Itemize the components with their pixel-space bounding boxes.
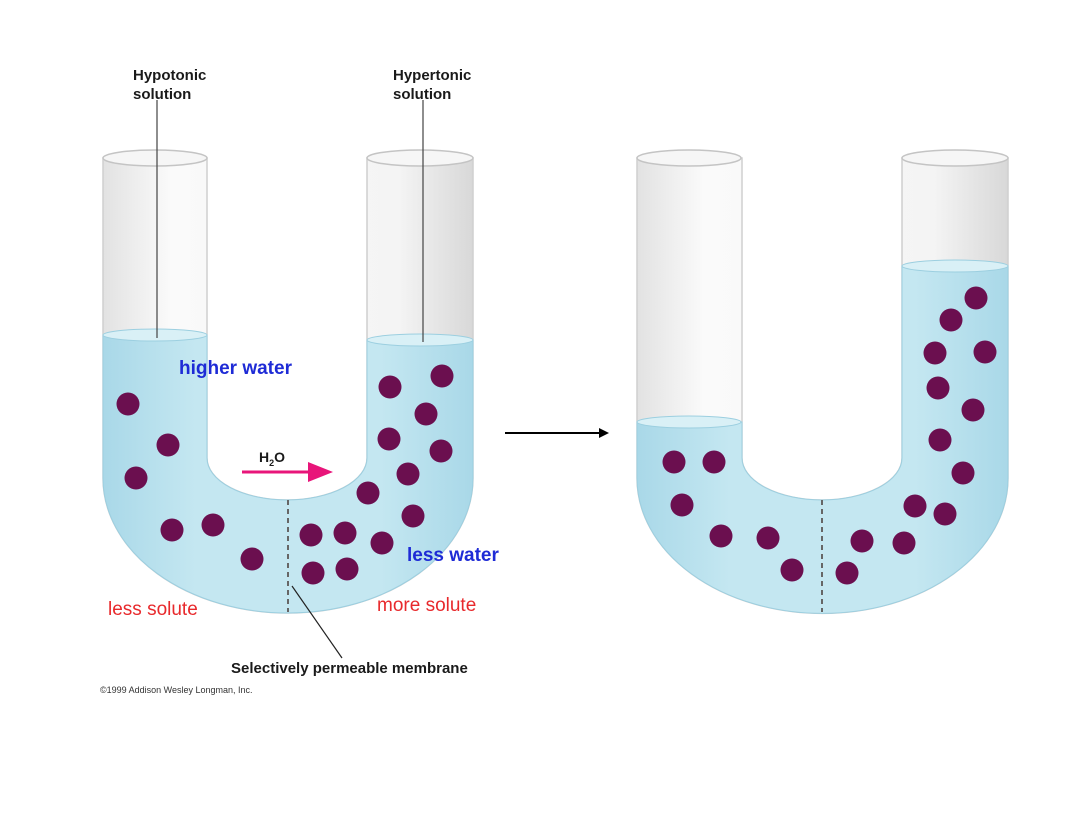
solute-particle — [333, 521, 357, 545]
solute-particle — [835, 561, 859, 585]
solute-particle — [709, 524, 733, 548]
solute-particle — [928, 428, 952, 452]
u-tube-before — [102, 100, 474, 659]
solute-particle — [961, 398, 985, 422]
membrane-label: Selectively permeable membrane — [231, 660, 468, 677]
solute-particle — [939, 308, 963, 332]
solute-particle — [926, 376, 950, 400]
solute-particle — [933, 502, 957, 526]
solute-particle — [662, 450, 686, 474]
left-surface-before — [102, 328, 208, 342]
less-solute-label: less solute — [108, 599, 198, 620]
higher-water-label: higher water — [179, 358, 292, 379]
right-surface-after — [901, 259, 1009, 273]
solute-particle — [429, 439, 453, 463]
hypotonic-label-line1: Hypotonic — [133, 67, 207, 84]
solute-particle — [396, 462, 420, 486]
less-water-label: less water — [407, 545, 499, 566]
solute-particle — [201, 513, 225, 537]
h2o-label-o: O — [274, 449, 286, 465]
right-rim-after — [901, 149, 1009, 167]
hypotonic-label: Hypotonic solution — [133, 66, 206, 104]
u-tube-after — [636, 149, 1009, 615]
solute-particle — [973, 340, 997, 364]
solute-particle — [964, 286, 988, 310]
solute-particle — [370, 531, 394, 555]
solute-particle — [923, 341, 947, 365]
solute-particle — [850, 529, 874, 553]
solute-particle — [377, 427, 401, 451]
solute-particle — [670, 493, 694, 517]
hypertonic-label: Hypertonic solution — [393, 66, 471, 104]
h2o-arrow-head — [308, 462, 333, 482]
h2o-label-sub: 2 — [269, 457, 275, 468]
solution-liquid-after — [636, 265, 1009, 614]
solute-particle — [903, 494, 927, 518]
solute-particle — [378, 375, 402, 399]
left-rim-before — [102, 149, 208, 167]
h2o-label-h: H — [259, 449, 270, 465]
hypertonic-label-line1: Hypertonic — [393, 67, 472, 84]
solute-particle — [951, 461, 975, 485]
solute-particles-after — [662, 286, 997, 585]
hypotonic-label-line2: solution — [133, 86, 192, 103]
left-rim-after — [636, 149, 742, 167]
solute-particle — [116, 392, 140, 416]
solute-particle — [301, 561, 325, 585]
solute-particle — [240, 547, 264, 571]
solute-particle — [401, 504, 425, 528]
right-rim-before — [366, 149, 474, 167]
solute-particle — [335, 557, 359, 581]
solute-particle — [756, 526, 780, 550]
solute-particle — [124, 466, 148, 490]
right-surface-before — [366, 333, 474, 347]
solute-particle — [414, 402, 438, 426]
solute-particle — [702, 450, 726, 474]
left-surface-after — [636, 415, 742, 429]
solute-particles-before — [116, 364, 454, 585]
solute-particle — [156, 433, 180, 457]
solute-particle — [430, 364, 454, 388]
solute-particle — [892, 531, 916, 555]
solute-particle — [356, 481, 380, 505]
membrane-leader-line — [291, 585, 343, 659]
h2o-label: H2O — [259, 449, 285, 468]
solute-particle — [780, 558, 804, 582]
more-solute-label: more solute — [377, 595, 477, 616]
copyright-text: ©1999 Addison Wesley Longman, Inc. — [100, 685, 253, 695]
solute-particle — [160, 518, 184, 542]
solute-particle — [299, 523, 323, 547]
hypertonic-label-line2: solution — [393, 86, 452, 103]
